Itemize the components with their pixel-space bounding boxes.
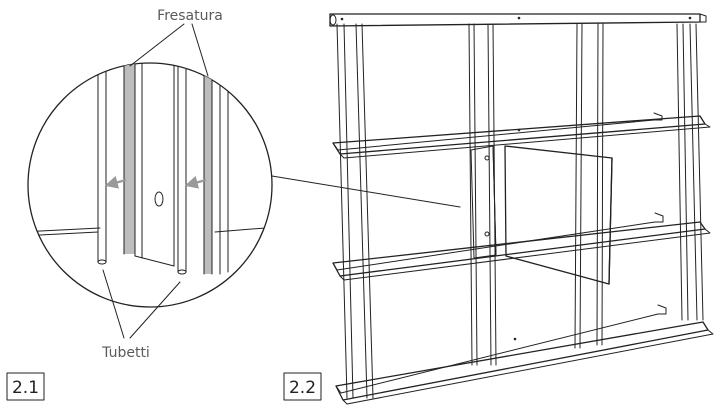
detail-view: Fresatura Tubetti 2.1 xyxy=(6,8,273,401)
figure-box-2-2 xyxy=(283,372,322,401)
tubetti-label: Tubetti xyxy=(101,345,150,361)
left-groove xyxy=(124,63,135,254)
central-panel xyxy=(134,63,175,267)
figure-label-2-1: 2.1 xyxy=(12,378,39,398)
top-rail xyxy=(329,13,707,27)
detail-contents xyxy=(28,63,272,275)
bookcase-overview: 2.2 xyxy=(283,13,714,405)
vertical-rods xyxy=(336,23,704,399)
left-arrow xyxy=(104,175,127,189)
bottom-shelf xyxy=(335,304,714,405)
figure-label-2-2: 2.2 xyxy=(289,378,316,398)
back-panel xyxy=(470,145,497,259)
left-tube xyxy=(97,63,107,265)
right-tube xyxy=(177,63,187,275)
shelf-2 xyxy=(332,212,711,281)
figure-box-2-1 xyxy=(6,372,45,401)
front-panel xyxy=(504,145,613,285)
tubetti-leader-left xyxy=(102,269,125,339)
left-groove-panel xyxy=(123,63,143,259)
magnifier-circle xyxy=(27,62,273,308)
right-arrow xyxy=(184,175,207,189)
floor-line xyxy=(28,227,101,233)
right-groove-panel xyxy=(203,63,229,275)
detail-connector xyxy=(271,175,461,208)
shelf-1 xyxy=(332,112,711,159)
right-groove xyxy=(204,63,212,274)
screw-hole xyxy=(154,191,164,207)
tubetti-leader-right xyxy=(129,281,181,339)
fresatura-leader-right xyxy=(191,23,209,77)
fresatura-leader-left xyxy=(129,23,185,67)
fresatura-label: Fresatura xyxy=(157,8,223,24)
